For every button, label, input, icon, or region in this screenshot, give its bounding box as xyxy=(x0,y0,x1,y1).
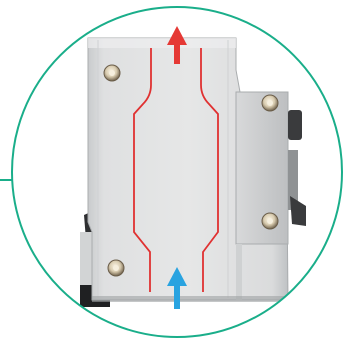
rivet-top-left xyxy=(104,65,120,81)
rivet-bottom-left xyxy=(108,260,124,276)
right-terminal-screw xyxy=(288,110,302,140)
rivet-right-upper xyxy=(262,95,278,111)
rivet-right-lower xyxy=(262,213,278,229)
